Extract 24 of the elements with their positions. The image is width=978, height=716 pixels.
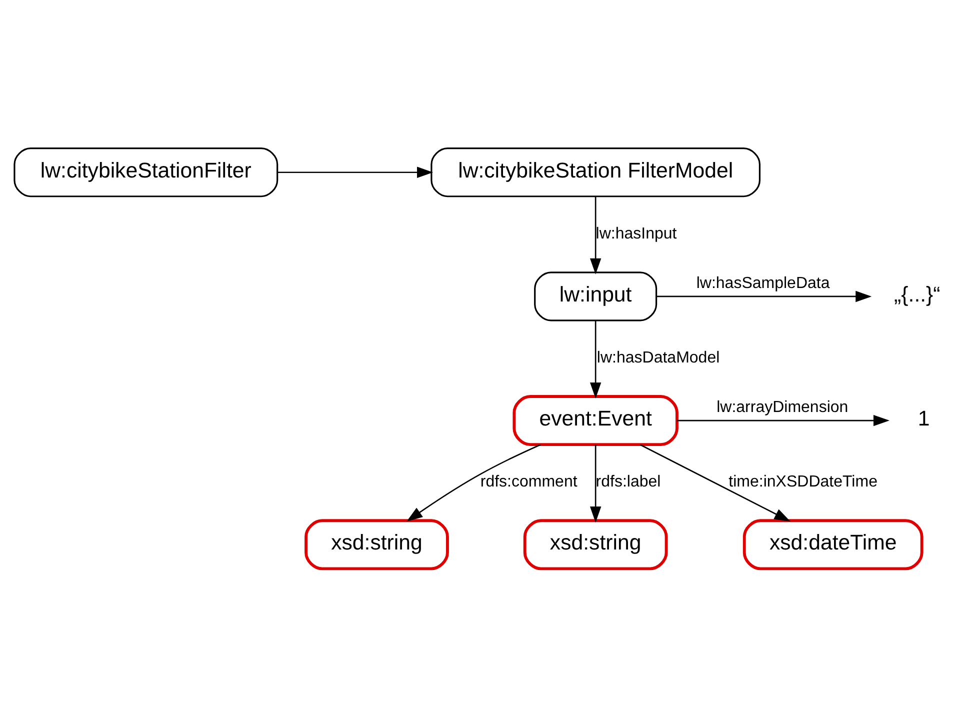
edge-label: rdfs:label	[595, 473, 660, 490]
node-box: lw:input	[534, 271, 657, 321]
edge-label: time:inXSDDateTime	[728, 473, 877, 490]
arrow	[589, 444, 601, 522]
arrow	[406, 444, 540, 522]
arrow	[589, 196, 601, 274]
arrow	[639, 444, 790, 521]
edge-label: rdfs:comment	[480, 473, 577, 490]
edge-label: lw:hasInput	[595, 225, 676, 242]
node-box: xsd:string	[522, 518, 668, 570]
arrow	[589, 320, 601, 398]
arrow	[277, 166, 433, 178]
node-text: 1	[917, 406, 930, 430]
node-text: „{...}“	[894, 282, 940, 306]
node-box: xsd:dateTime	[742, 518, 923, 570]
node-box: lw:citybikeStation FilterModel	[430, 147, 760, 197]
edge-label: lw:hasSampleData	[696, 274, 830, 292]
arrow	[676, 414, 890, 426]
node-box: xsd:string	[304, 518, 448, 570]
edge-label: lw:hasDataModel	[596, 349, 720, 366]
node-box: event:Event	[512, 394, 678, 446]
edge-label: lw:arrayDimension	[716, 398, 848, 416]
arrow	[656, 290, 872, 302]
node-box: lw:citybikeStationFilter	[13, 147, 278, 197]
